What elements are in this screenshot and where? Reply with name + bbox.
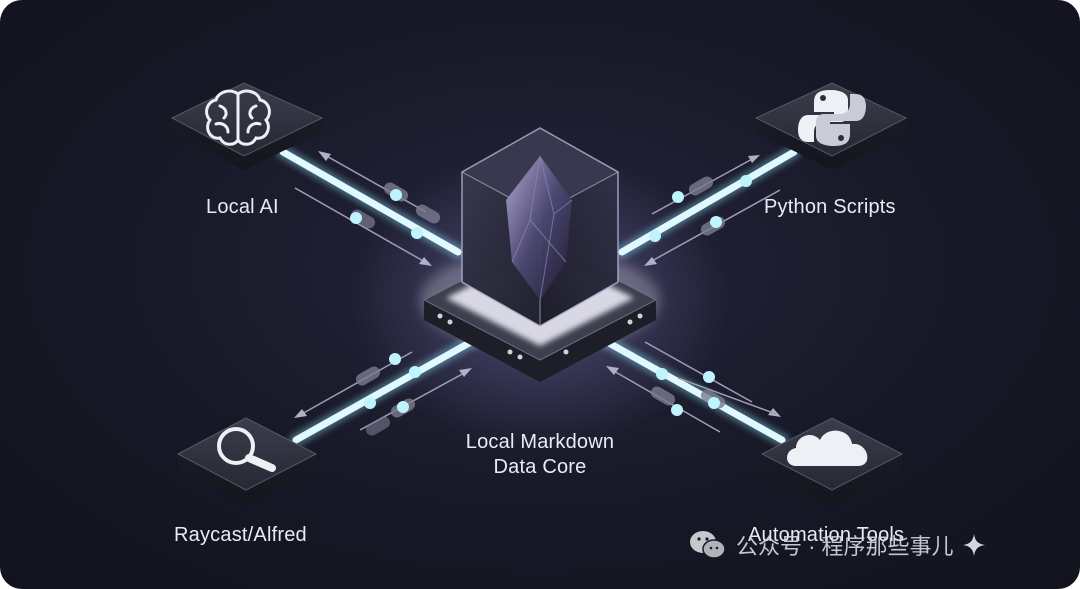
beam-raycast-alfred — [289, 331, 485, 447]
brain-icon — [205, 89, 271, 146]
core-cube — [461, 127, 619, 327]
watermark-text: 公众号 · 程序那些事儿 — [736, 534, 954, 559]
beam-local-ai — [276, 145, 465, 266]
label-raycast-alfred: Raycast/Alfred — [174, 524, 307, 546]
crystal-icon — [506, 155, 573, 301]
beam-automation-tools — [593, 331, 789, 447]
wechat-icon — [690, 531, 726, 559]
label-automation-tools: Automation Tools — [748, 524, 905, 546]
platform-local-ai — [170, 82, 324, 170]
label-core: Local Markdown Data Core — [440, 430, 640, 480]
sparkle-icon — [962, 534, 985, 556]
watermark: 公众号 · 程序那些事儿 — [688, 528, 986, 562]
python-icon — [798, 90, 866, 146]
platform-raycast-alfred — [176, 417, 318, 506]
label-local-ai: Local AI — [206, 196, 279, 218]
search-icon — [217, 427, 276, 472]
cloud-icon — [787, 430, 868, 466]
beam-python-scripts — [615, 145, 801, 266]
label-core-line1: Local Markdown — [465, 431, 615, 453]
platform-python-scripts — [754, 82, 908, 170]
platform-automation-tools — [760, 417, 904, 506]
label-python-scripts: Python Scripts — [764, 196, 896, 218]
label-core-line2: Data Core — [493, 456, 587, 478]
